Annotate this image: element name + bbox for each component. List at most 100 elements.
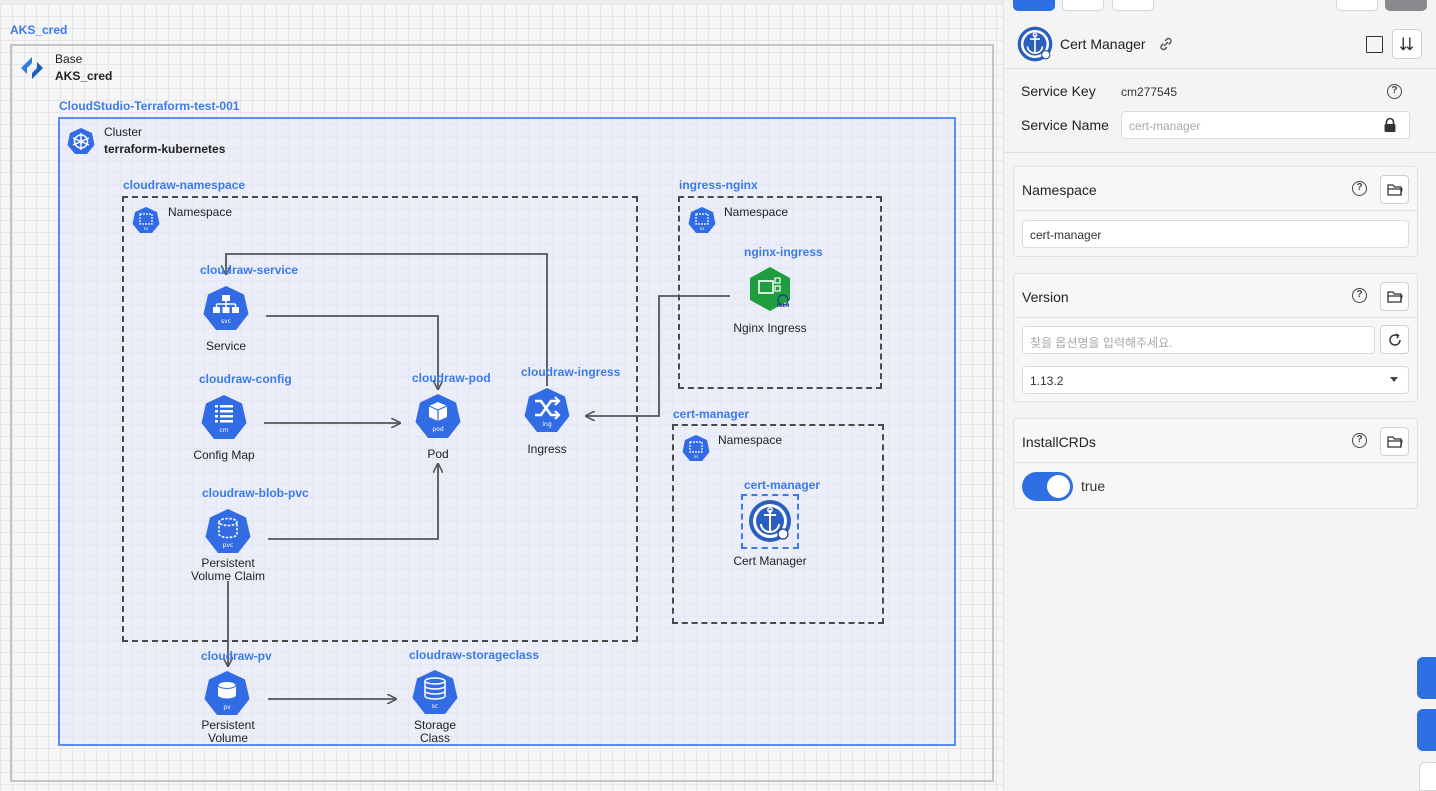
service-name-label: Service Name [1021,117,1109,133]
certmanager-node-title: cert-manager [744,478,821,492]
svg-text:pod: pod [432,426,443,433]
cluster-name-label: terraform-kubernetes [104,142,226,156]
storageclass-icon[interactable]: sc [412,669,458,715]
help-icon[interactable]: ? [1352,288,1367,303]
ingress-label: Ingress [527,442,567,456]
version-search-input[interactable]: 찾을 옵션명을 입력해주세요. [1022,326,1375,354]
ingress-icon[interactable]: ing [524,387,570,433]
side-button-book[interactable] [1419,762,1436,791]
help-icon[interactable]: ? [1352,181,1367,196]
pvc-node-title: cloudraw-blob-pvc [202,486,309,500]
toolbar-tab[interactable] [1336,0,1378,11]
version-section-header: Version ? [1014,274,1417,318]
kubernetes-icon [67,127,95,155]
namespace-box-nginx[interactable] [678,196,882,389]
refresh-button[interactable] [1380,325,1409,354]
folder-icon [1387,291,1403,303]
cert-manager-icon[interactable] [747,498,793,544]
svg-text:svc: svc [221,318,231,325]
help-icon[interactable]: ? [1387,84,1402,99]
storageclass-node-title: cloudraw-storageclass [409,648,540,662]
base-group[interactable] [10,44,994,782]
version-folder-button[interactable] [1380,282,1409,311]
toolbar-tab[interactable] [1112,0,1154,11]
svg-text:cm: cm [219,427,228,434]
service-icon[interactable]: svc [203,285,249,331]
base-name-label: AKS_cred [55,69,113,83]
toggle-knob [1047,475,1070,498]
installcrds-toggle[interactable] [1022,472,1073,501]
installcrds-section: InstallCRDs ? true [1013,418,1418,509]
service-label: Service [205,339,246,353]
namespace-title-cert-manager: cert-manager [673,407,750,421]
link-icon[interactable] [1158,36,1174,52]
side-button-chat[interactable] [1417,709,1436,751]
toolbar-tab[interactable] [1062,0,1104,11]
pv-node-title: cloudraw-pv [201,649,272,663]
nginx-helm-icon[interactable]: HELM [747,266,793,312]
help-icon[interactable]: ? [1352,433,1367,448]
namespace-section: Namespace ? cert-manager [1013,166,1418,257]
square-icon[interactable] [1366,36,1383,53]
lock-icon [1383,117,1397,133]
configmap-label: Config Map [193,448,255,462]
namespace-icon: ns [682,434,710,462]
version-section-title: Version [1022,289,1069,305]
base-group-title: AKS_cred [10,23,68,37]
namespace-box-cloudraw[interactable] [122,196,638,642]
divider [1004,152,1436,153]
installcrds-section-title: InstallCRDs [1022,434,1096,450]
service-key-label: Service Key [1021,83,1096,99]
sort-button[interactable] [1392,29,1422,59]
toolbar-tab-dark[interactable] [1385,0,1427,11]
panel-title: Cert Manager [1060,36,1146,52]
svg-text:pv: pv [223,704,231,711]
namespace-icon: ns [132,206,160,234]
svg-text:ing: ing [542,421,551,428]
properties-panel: Cert Manager Service Key cm277545 ? Serv… [1003,0,1436,791]
side-button-edit[interactable] [1417,657,1436,699]
namespace-label-cloudraw: Namespace [168,205,233,219]
installcrds-section-header: InstallCRDs ? [1014,419,1417,463]
base-type-label: Base [55,52,83,66]
diagram-canvas[interactable]: AKS_cred Base AKS_cred CloudStudio-Terra… [0,0,1003,791]
pod-label: Pod [427,447,449,461]
installcrds-folder-button[interactable] [1380,427,1409,456]
installcrds-value-label: true [1081,478,1106,494]
namespace-input[interactable]: cert-manager [1022,220,1409,248]
folder-icon [1387,184,1403,196]
selection-box[interactable] [741,494,799,549]
nginx-label: Nginx Ingress [733,321,807,335]
namespace-folder-button[interactable] [1380,175,1409,204]
pv-icon[interactable]: pv [204,670,250,716]
certmanager-label: Cert Manager [733,554,807,568]
namespace-section-header: Namespace ? [1014,167,1417,211]
version-select[interactable]: 1.13.2 [1022,366,1409,394]
svg-text:ns: ns [144,226,149,231]
ingress-node-title: cloudraw-ingress [521,365,621,379]
cert-manager-icon [1016,25,1054,63]
namespace-label-nginx: Namespace [724,205,789,219]
namespace-box-cert-manager[interactable] [672,424,884,624]
azure-icon [18,54,46,82]
namespace-title-nginx: ingress-nginx [679,178,758,192]
svg-text:ns: ns [694,454,699,459]
svg-text:pvc: pvc [223,542,234,549]
pod-icon[interactable]: pod [415,393,461,439]
configmap-node-title: cloudraw-config [199,372,292,386]
service-key-value: cm277545 [1121,85,1178,99]
configmap-icon[interactable]: cm [201,394,247,440]
pvc-icon[interactable]: pvc [205,508,251,554]
refresh-icon [1389,333,1401,346]
nginx-node-title: nginx-ingress [744,245,823,259]
namespace-icon: ns [688,206,716,234]
service-name-input[interactable]: cert-manager [1121,111,1410,139]
namespace-title-cloudraw: cloudraw-namespace [123,178,246,192]
cluster-type-label: Cluster [104,125,143,139]
chevron-down-icon [1390,377,1398,382]
service-node-title: cloudraw-service [200,263,299,277]
toolbar-tab-active[interactable] [1013,0,1055,11]
